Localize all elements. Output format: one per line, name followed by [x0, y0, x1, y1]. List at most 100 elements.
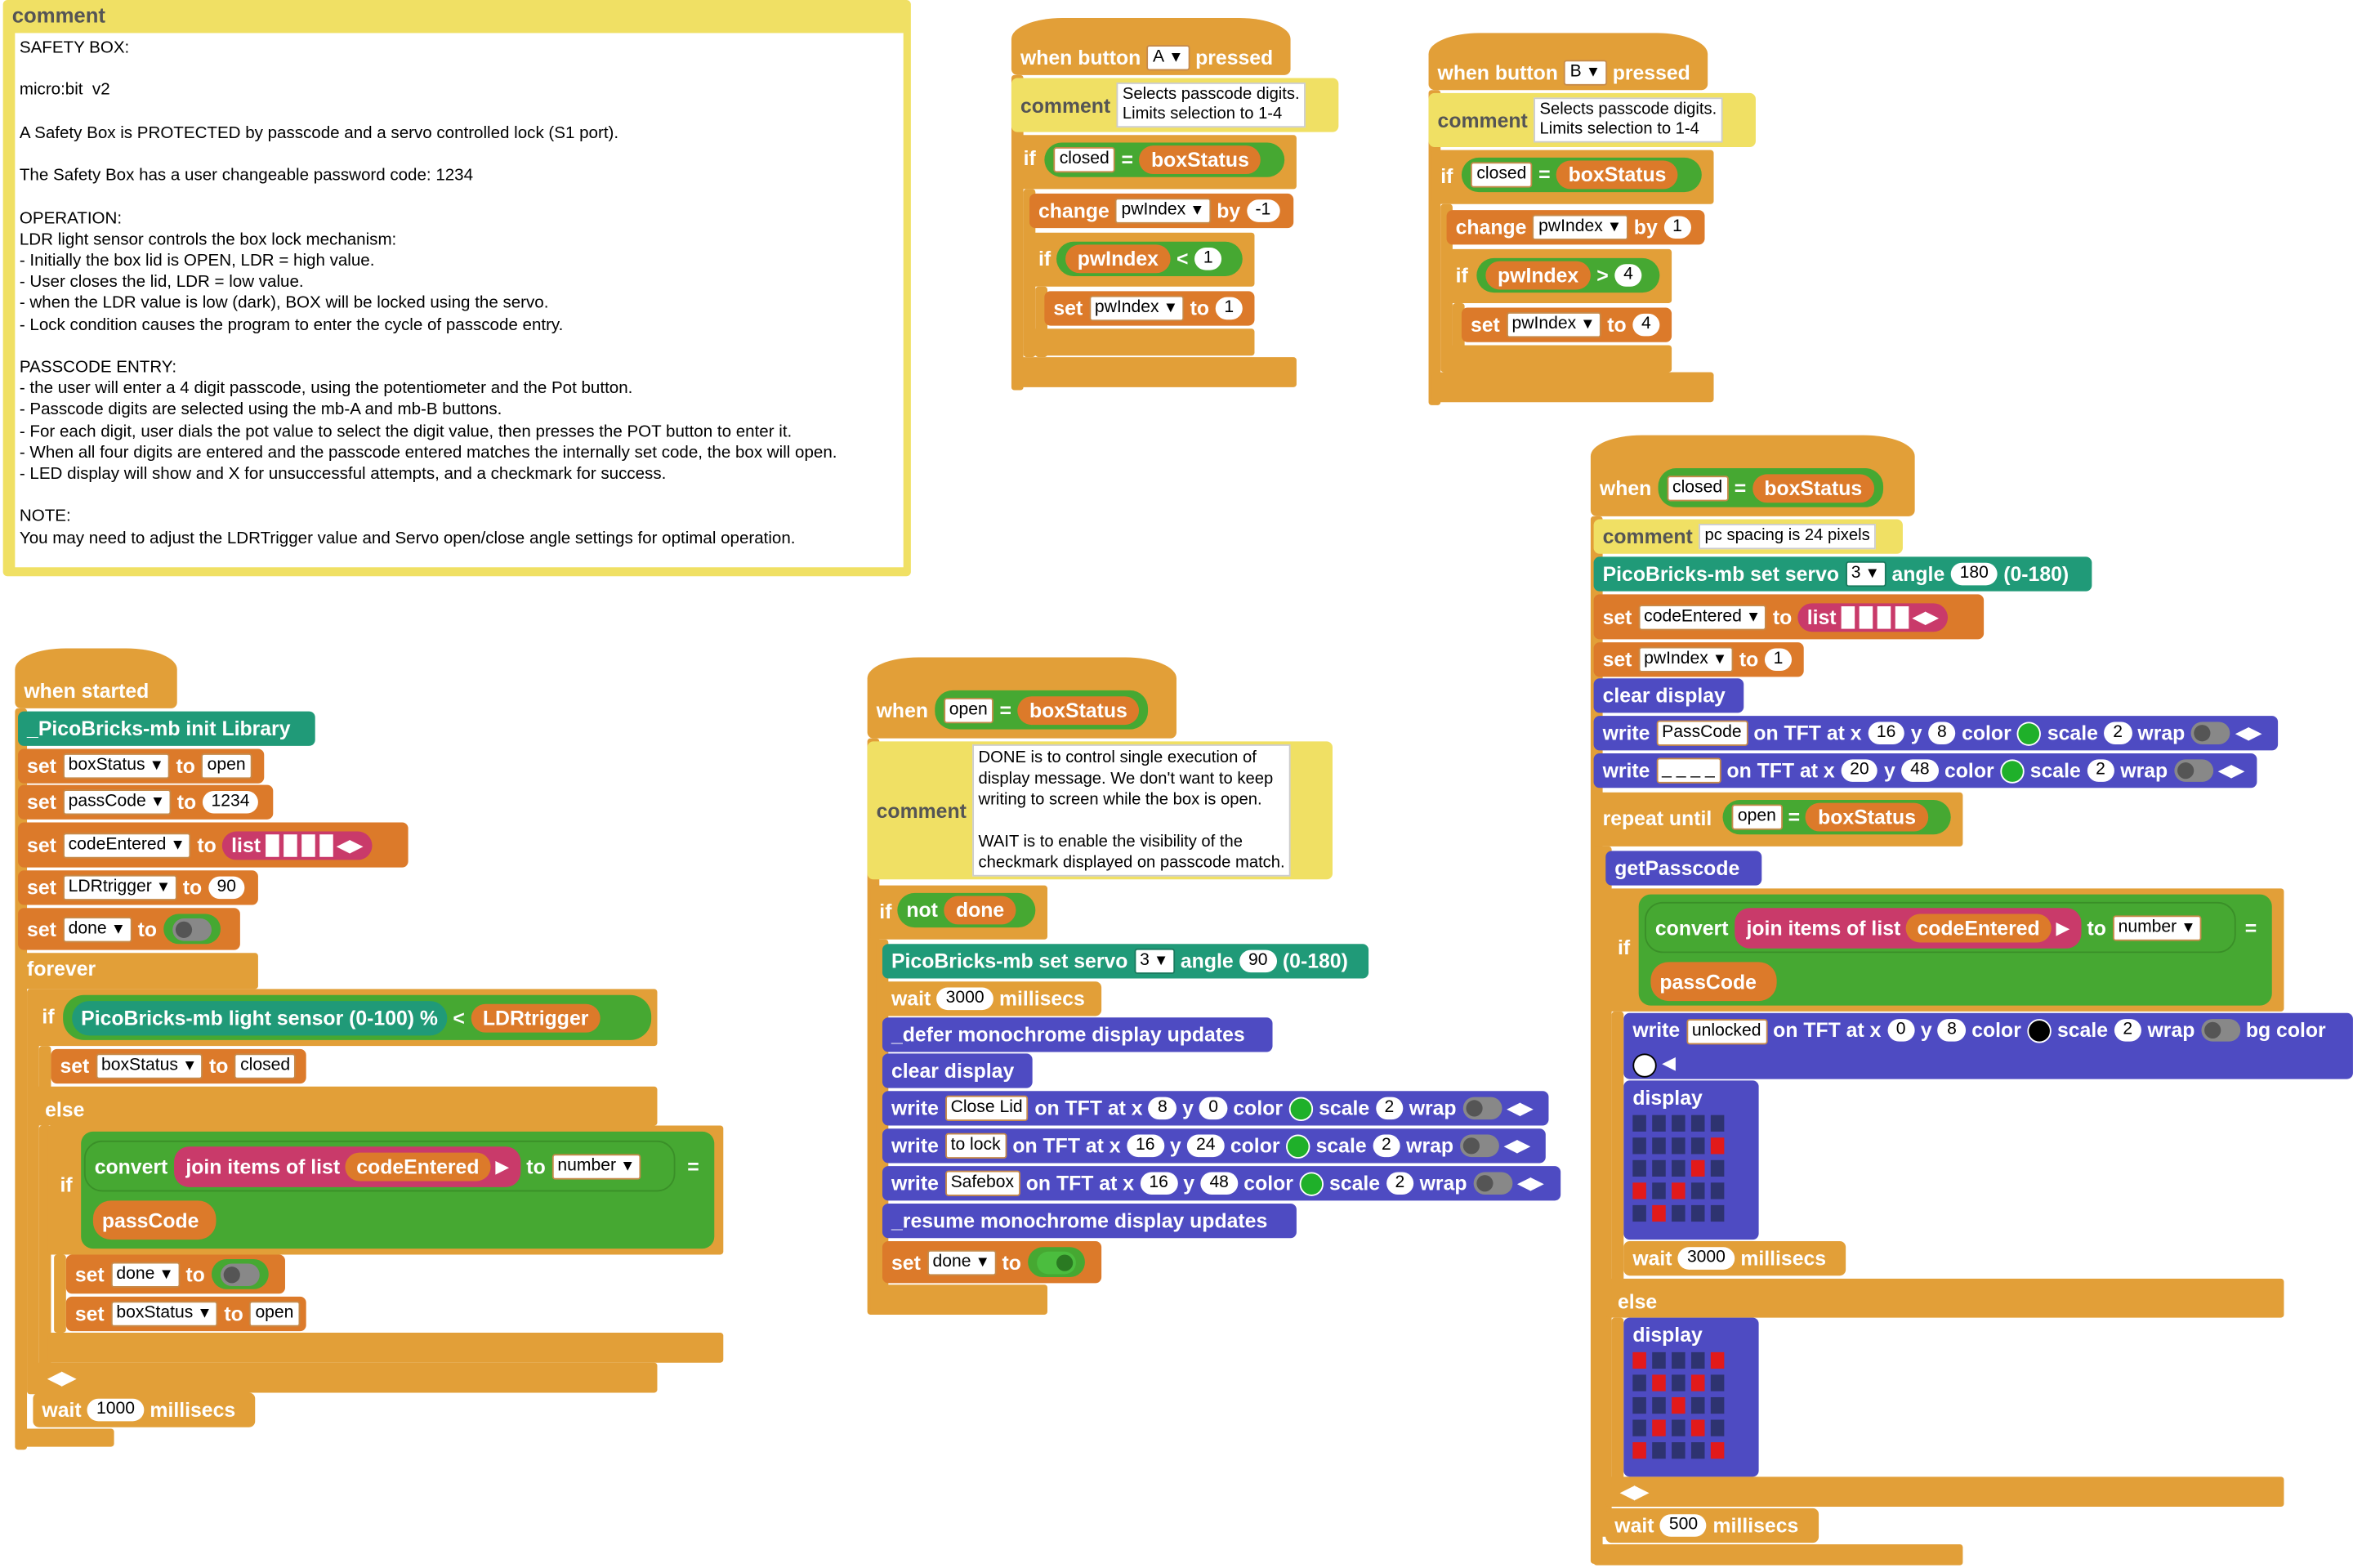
when-started-hat[interactable]: when started: [15, 648, 177, 708]
color-swatch[interactable]: [2017, 721, 2042, 745]
comment-block[interactable]: comment Selects passcode digits. Limits …: [1011, 78, 1339, 132]
arrows-icon[interactable]: ◀▶: [1504, 1137, 1530, 1156]
wrap-toggle[interactable]: [2200, 1019, 2240, 1042]
comment-block[interactable]: comment DONE is to control single execut…: [867, 741, 1333, 880]
text-field[interactable]: open: [943, 697, 994, 723]
resume-display-block[interactable]: _resume monochrome display updates: [882, 1204, 1297, 1239]
closed-eq-boxstatus[interactable]: closed=boxStatus: [1657, 468, 1883, 507]
number-input[interactable]: 180: [1950, 562, 1998, 586]
arrows-icon[interactable]: ◀▶: [2235, 725, 2261, 744]
light-lt-trigger[interactable]: PicoBricks-mb light sensor (0-100) %<LDR…: [63, 994, 652, 1040]
set-servo-block[interactable]: PicoBricks-mb set servo3angle90(0-180): [882, 944, 1369, 979]
led-grid-x[interactable]: [1632, 1351, 1749, 1459]
led-on[interactable]: [1710, 1137, 1725, 1155]
defer-display-block[interactable]: _defer monochrome display updates: [882, 1017, 1273, 1052]
number-input[interactable]: 1000: [87, 1398, 145, 1422]
color-swatch[interactable]: [2027, 1019, 2052, 1043]
x-input[interactable]: 16: [1140, 1172, 1177, 1195]
when-open-hat[interactable]: when open=boxStatus: [867, 657, 1176, 739]
scale-input[interactable]: 2: [1375, 1097, 1404, 1120]
text-field[interactable]: closed: [1666, 475, 1729, 501]
color-swatch[interactable]: [1285, 1133, 1310, 1159]
led-on[interactable]: [1632, 1351, 1646, 1369]
color-swatch[interactable]: [1999, 758, 2025, 783]
wrap-toggle[interactable]: [2190, 721, 2230, 745]
color-swatch[interactable]: [1299, 1171, 1324, 1195]
led-off[interactable]: [1632, 1159, 1646, 1177]
text-field[interactable]: open: [1731, 804, 1783, 830]
comment-text[interactable]: Selects passcode digits. Limits selectio…: [1534, 97, 1723, 143]
var-dropdown[interactable]: boxStatus: [95, 1053, 203, 1079]
set-done-true-block[interactable]: setdoneto: [65, 1254, 285, 1294]
number-input[interactable]: 500: [1659, 1514, 1708, 1537]
text-field[interactable]: Safebox: [944, 1170, 1020, 1196]
led-off[interactable]: [1672, 1419, 1685, 1436]
header-comment[interactable]: comment SAFETY BOX: micro:bit v2 A Safet…: [2, 0, 911, 577]
led-off[interactable]: [1672, 1115, 1685, 1132]
wrap-toggle[interactable]: [1459, 1134, 1499, 1158]
led-off[interactable]: [1690, 1182, 1705, 1199]
codeentered-reporter[interactable]: codeEntered: [1904, 913, 2052, 942]
list-block[interactable]: list◀▶: [222, 830, 372, 860]
comment-text[interactable]: DONE is to control single execution of d…: [972, 744, 1291, 877]
text-field[interactable]: PassCode: [1655, 720, 1748, 746]
text-field[interactable]: to lock: [944, 1132, 1007, 1159]
number-input[interactable]: 1: [1663, 216, 1691, 239]
led-on[interactable]: [1672, 1396, 1685, 1414]
led-off[interactable]: [1632, 1374, 1646, 1392]
boxstatus-reporter[interactable]: boxStatus: [1556, 160, 1679, 190]
set-passcode-block[interactable]: setpassCodeto1234: [18, 784, 274, 820]
led-off[interactable]: [1652, 1442, 1666, 1459]
toggle-false[interactable]: [172, 918, 212, 941]
open-eq-boxstatus[interactable]: open=boxStatus: [1722, 799, 1951, 835]
var-dropdown[interactable]: passCode: [62, 789, 172, 815]
change-pwindex-block[interactable]: change pwIndex by -1: [1029, 193, 1294, 229]
arrows-icon[interactable]: ◀▶: [47, 1366, 76, 1388]
light-sensor-reporter[interactable]: PicoBricks-mb light sensor (0-100) %: [72, 1000, 448, 1035]
open-eq-boxstatus[interactable]: open=boxStatus: [934, 690, 1149, 730]
scale-input[interactable]: 2: [2104, 721, 2132, 745]
type-dropdown[interactable]: number: [551, 1153, 641, 1179]
x-input[interactable]: 20: [1841, 759, 1878, 782]
y-input[interactable]: 24: [1186, 1134, 1225, 1158]
text-field[interactable]: open: [201, 753, 252, 780]
arrow-icon[interactable]: ▶: [495, 1158, 509, 1177]
toggle-false[interactable]: [220, 1263, 259, 1286]
wrap-toggle[interactable]: [1462, 1097, 1502, 1120]
color-swatch[interactable]: [1288, 1096, 1313, 1121]
passcode-reporter[interactable]: passCode: [92, 1200, 217, 1240]
y-input[interactable]: 8: [1938, 1019, 1966, 1042]
led-off[interactable]: [1672, 1442, 1685, 1459]
set-codeentered-block[interactable]: setcodeEnteredto list◀▶: [18, 822, 409, 868]
arrow-icon[interactable]: ▶: [2056, 918, 2069, 938]
led-on[interactable]: [1690, 1374, 1705, 1392]
led-off[interactable]: [1632, 1137, 1646, 1155]
led-off[interactable]: [1632, 1419, 1646, 1436]
led-off[interactable]: [1652, 1137, 1666, 1155]
var-dropdown[interactable]: LDRtrigger: [62, 874, 177, 901]
var-dropdown[interactable]: boxStatus: [110, 1301, 218, 1327]
forever-block[interactable]: [18, 953, 258, 989]
arrows-icon[interactable]: ◀▶: [1517, 1175, 1544, 1194]
servo-dropdown[interactable]: 3: [1133, 948, 1175, 975]
led-off[interactable]: [1652, 1396, 1666, 1414]
y-input[interactable]: 0: [1199, 1097, 1228, 1120]
x-input[interactable]: 0: [1886, 1019, 1915, 1042]
pwindex-reporter[interactable]: pwIndex: [1485, 261, 1591, 290]
led-off[interactable]: [1632, 1204, 1646, 1222]
arrows-icon[interactable]: ◀▶: [2218, 762, 2244, 781]
led-grid-check[interactable]: [1632, 1115, 1749, 1222]
led-off[interactable]: [1710, 1419, 1725, 1436]
boxstatus-reporter[interactable]: boxStatus: [1017, 695, 1140, 725]
boxstatus-reporter[interactable]: boxStatus: [1139, 145, 1261, 175]
scale-input[interactable]: 2: [2114, 1019, 2142, 1042]
number-input[interactable]: 1: [1194, 248, 1222, 270]
led-off[interactable]: [1690, 1351, 1705, 1369]
set-servo-block[interactable]: PicoBricks-mb set servo3angle180(0-180): [1593, 556, 2092, 592]
